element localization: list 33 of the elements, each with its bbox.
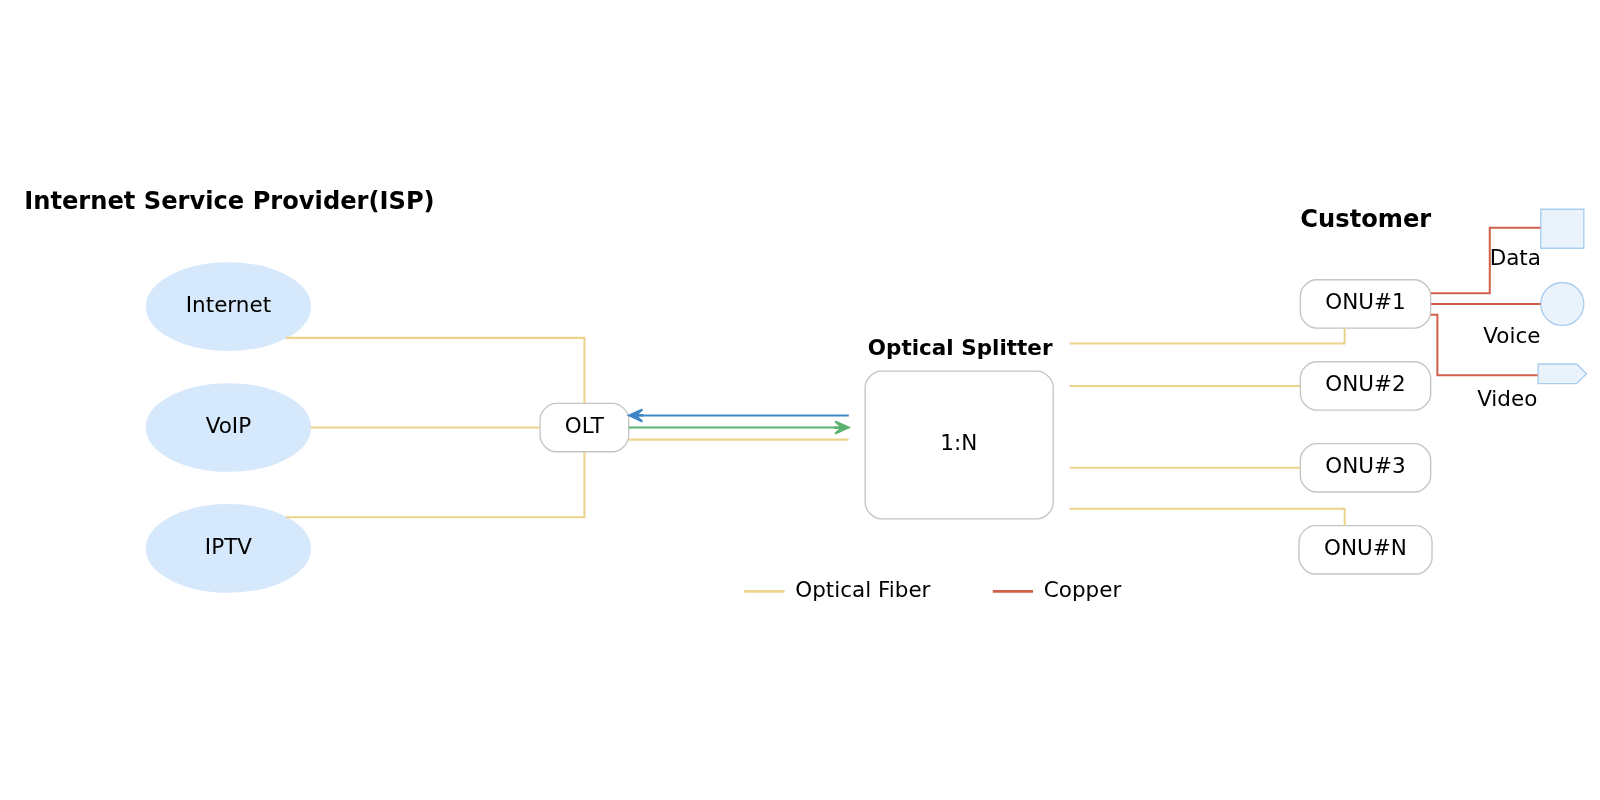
node-box: ONU#2 xyxy=(1299,361,1432,411)
connector xyxy=(1430,226,1541,295)
label: Customer xyxy=(1300,204,1432,233)
node-box: ONU#1 xyxy=(1299,279,1432,329)
node-box: OLT xyxy=(539,402,630,453)
connector xyxy=(286,336,586,404)
connector xyxy=(310,426,540,429)
node-label: Voice xyxy=(1483,322,1541,348)
connector xyxy=(1069,384,1301,387)
arrow xyxy=(628,408,849,423)
arrow xyxy=(628,420,850,435)
node-phone xyxy=(1540,281,1585,327)
node-camera xyxy=(1537,363,1588,385)
node-label: Optical Splitter xyxy=(867,334,1053,360)
connector xyxy=(1069,328,1346,345)
node-box: 1:N xyxy=(864,370,1054,520)
node-ellipse: VoIP xyxy=(145,383,312,472)
connector xyxy=(1431,302,1541,305)
node-printer xyxy=(1540,208,1585,249)
label: Internet Service Provider(ISP) xyxy=(24,187,435,216)
node-box: ONU#N xyxy=(1298,524,1433,575)
node-label: Video xyxy=(1477,385,1538,411)
legend-label: Copper xyxy=(1043,576,1122,602)
node-ellipse: IPTV xyxy=(145,504,312,593)
node-box: ONU#3 xyxy=(1299,443,1432,493)
connector xyxy=(628,438,849,441)
node-label: Data xyxy=(1489,245,1541,271)
node-ellipse: Internet xyxy=(145,262,312,351)
connector xyxy=(1430,313,1538,377)
legend-label: Optical Fiber xyxy=(795,576,931,602)
connector xyxy=(1069,507,1346,526)
connector xyxy=(1069,466,1301,469)
connector xyxy=(286,452,586,519)
